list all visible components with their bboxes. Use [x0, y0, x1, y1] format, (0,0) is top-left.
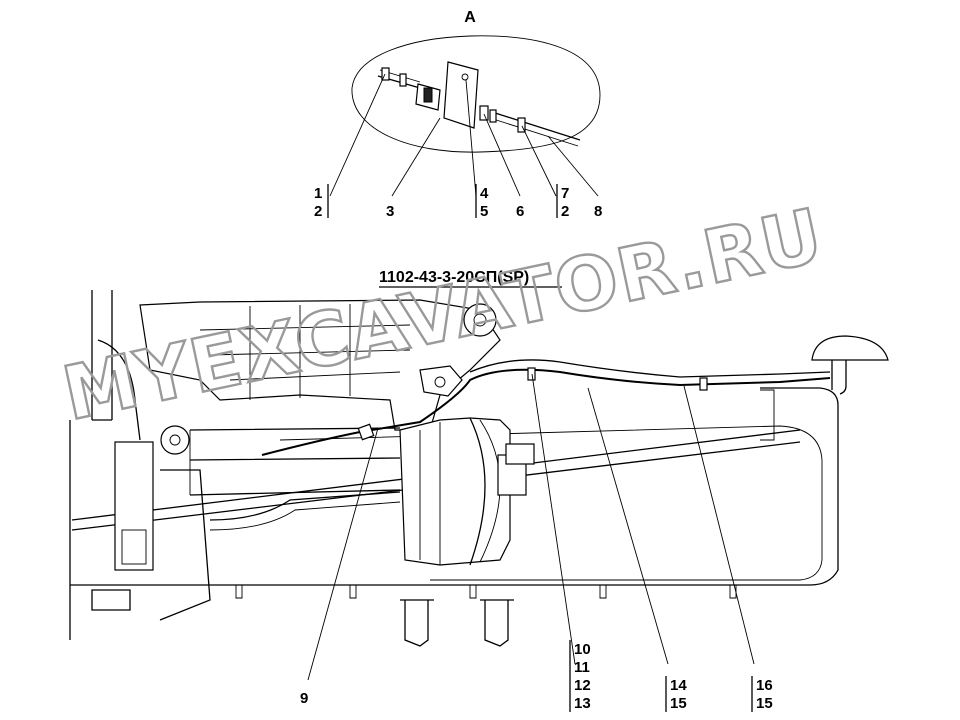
detail-bracket [443, 61, 479, 129]
svg-text:10: 10 [574, 641, 591, 658]
svg-text:5: 5 [480, 203, 488, 220]
view-label: A [464, 9, 476, 26]
detail-view-a: A 1 2 3 4 [314, 9, 602, 220]
svg-text:1102-43-3-20СП(SP): 1102-43-3-20СП(SP) [379, 269, 529, 286]
callout-3: 3 [386, 203, 394, 220]
chassis-frame [69, 387, 839, 640]
callout-10-13: 10 11 12 13 [569, 640, 591, 712]
detail-cable [377, 75, 581, 141]
detail-outline [351, 35, 601, 153]
svg-text:2: 2 [561, 203, 569, 220]
pump-housing [399, 417, 511, 566]
drawing-code: 1102-43-3-20СП(SP) [379, 269, 562, 288]
detail-nut-right [479, 105, 489, 121]
svg-text:3: 3 [386, 203, 394, 220]
callout-14-15: 14 15 [665, 676, 687, 712]
callout-6: 6 [516, 203, 524, 220]
svg-text:7: 7 [561, 185, 569, 202]
svg-text:2: 2 [314, 203, 322, 220]
callout-7-2: 7 2 [556, 184, 569, 220]
support-leg-1 [400, 599, 434, 647]
main-assembly [69, 290, 889, 647]
detail-clamp-right [517, 117, 526, 133]
svg-text:13: 13 [574, 695, 591, 712]
svg-text:14: 14 [670, 677, 687, 694]
callout-4-5: 4 5 [475, 184, 489, 220]
svg-text:4: 4 [480, 185, 489, 202]
detail-clamp-left [381, 67, 390, 81]
filler-cap [811, 335, 889, 361]
support-leg-2 [480, 599, 514, 647]
callout-8: 8 [594, 203, 602, 220]
callout-9: 9 [300, 690, 308, 707]
svg-text:1: 1 [314, 185, 322, 202]
svg-text:15: 15 [756, 695, 773, 712]
svg-text:12: 12 [574, 677, 591, 694]
svg-text:16: 16 [756, 677, 773, 694]
svg-text:15: 15 [670, 695, 687, 712]
svg-text:9: 9 [300, 690, 308, 707]
svg-text:8: 8 [594, 203, 602, 220]
callout-1-2: 1 2 [314, 184, 329, 220]
svg-text:11: 11 [574, 659, 590, 676]
main-leaders [307, 373, 755, 681]
throttle-cable [261, 368, 831, 456]
left-column [114, 441, 154, 571]
svg-text:6: 6 [516, 203, 524, 220]
hose-left [209, 491, 401, 521]
callout-16-15: 16 15 [751, 676, 773, 712]
